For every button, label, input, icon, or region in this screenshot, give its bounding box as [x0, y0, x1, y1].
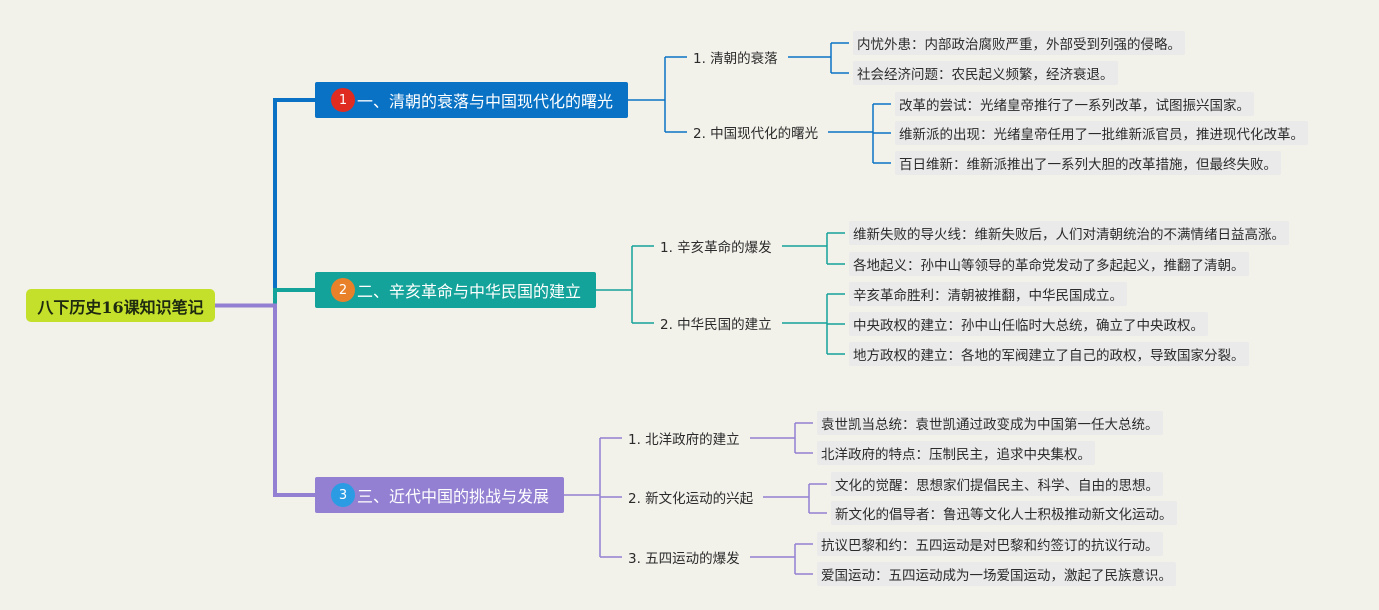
leaf-node[interactable]: 中央政权的建立：孙中山任临时大总统，确立了中央政权。 [849, 312, 1208, 336]
leaf-node[interactable]: 地方政权的建立：各地的军阀建立了自己的政权，导致国家分裂。 [849, 342, 1249, 366]
root-label: 八下历史16课知识笔记 [37, 297, 204, 317]
topic-label: 二、辛亥革命与中华民国的建立 [357, 282, 582, 301]
topic-connector [215, 288, 315, 308]
leaf-node[interactable]: 新文化的倡导者：鲁迅等文化人士积极推动新文化运动。 [831, 501, 1177, 525]
subtopic-node[interactable]: 2. 中华民国的建立 [660, 317, 772, 333]
topic-node-2[interactable]: 2 二、辛亥革命与中华民国的建立 [315, 272, 596, 308]
leaf-node[interactable]: 文化的觉醒：思想家们提倡民主、科学、自由的思想。 [831, 472, 1163, 496]
subtopic-node[interactable]: 2. 中国现代化的曙光 [693, 126, 819, 142]
number-badge-icon: 3 [331, 483, 355, 507]
leaf-node[interactable]: 爱国运动：五四运动成为一场爱国运动，激起了民族意识。 [817, 562, 1176, 586]
topic-connector [215, 98, 315, 308]
topic-node-1[interactable]: 1 一、清朝的衰落与中国现代化的曙光 [315, 82, 628, 118]
leaf-node[interactable]: 百日维新：维新派推出了一系列大胆的改革措施，但最终失败。 [895, 151, 1281, 175]
leaf-node[interactable]: 北洋政府的特点：压制民主，追求中央集权。 [817, 441, 1095, 465]
number-badge-icon: 1 [331, 88, 355, 112]
leaf-node[interactable]: 维新失败的导火线：维新失败后，人们对清朝统治的不满情绪日益高涨。 [849, 221, 1289, 245]
number-badge-icon: 2 [331, 278, 355, 302]
subtopic-node[interactable]: 3. 五四运动的爆发 [628, 551, 740, 567]
topic-label: 一、清朝的衰落与中国现代化的曙光 [357, 92, 614, 111]
leaf-node[interactable]: 维新派的出现：光绪皇帝任用了一批维新派官员，推进现代化改革。 [895, 121, 1308, 145]
leaf-node[interactable]: 改革的尝试：光绪皇帝推行了一系列改革，试图振兴国家。 [895, 92, 1254, 116]
subtopic-node[interactable]: 1. 清朝的衰落 [693, 51, 778, 67]
topic-connector [215, 303, 315, 497]
leaf-node[interactable]: 各地起义：孙中山等领导的革命党发动了多起起义，推翻了清朝。 [849, 252, 1249, 276]
leaf-node[interactable]: 抗议巴黎和约：五四运动是对巴黎和约签订的抗议行动。 [817, 532, 1163, 556]
topic-node-3[interactable]: 3 三、近代中国的挑战与发展 [315, 477, 564, 513]
subtopic-node[interactable]: 1. 辛亥革命的爆发 [660, 240, 772, 256]
topic-label: 三、近代中国的挑战与发展 [357, 487, 550, 506]
root-node[interactable]: 八下历史16课知识笔记 [26, 289, 215, 322]
leaf-node[interactable]: 内忧外患：内部政治腐败严重，外部受到列强的侵略。 [853, 31, 1185, 55]
subtopic-node[interactable]: 2. 新文化运动的兴起 [628, 491, 754, 507]
leaf-node[interactable]: 袁世凯当总统：袁世凯通过政变成为中国第一任大总统。 [817, 411, 1163, 435]
leaf-node[interactable]: 辛亥革命胜利：清朝被推翻，中华民国成立。 [849, 282, 1127, 306]
subtopic-node[interactable]: 1. 北洋政府的建立 [628, 432, 740, 448]
leaf-node[interactable]: 社会经济问题：农民起义频繁，经济衰退。 [853, 61, 1118, 85]
